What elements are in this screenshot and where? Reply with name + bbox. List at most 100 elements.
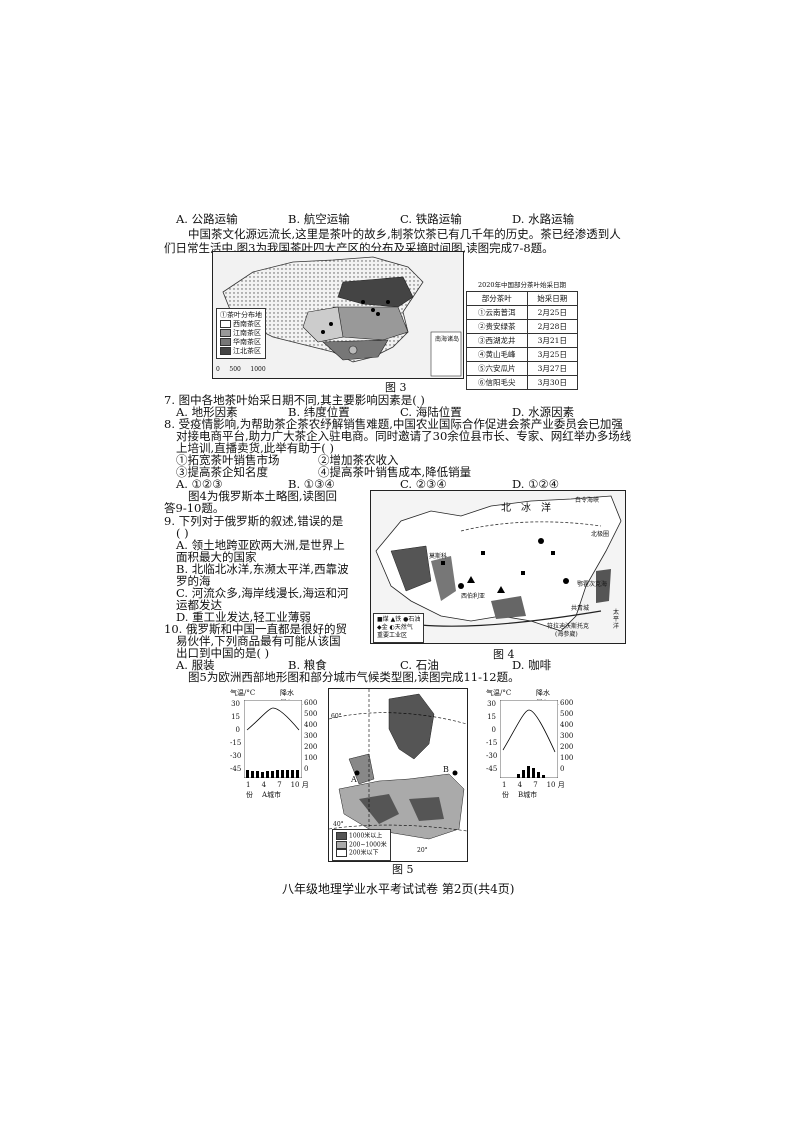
table-cell: ④黄山毛峰 <box>466 347 528 362</box>
lon-20-label: 20° <box>417 847 428 854</box>
intro-russia-line2: 答9-10题。 <box>164 501 225 515</box>
tick: 100 <box>560 754 574 762</box>
q9-option-c-line2: 运都发达 <box>176 598 222 612</box>
q7-stem: 7. 图中各地茶叶始采日期不同,其主要影响因素是( ) <box>164 393 425 407</box>
q8-stem-line3: 上培训,直播卖货,此举有助于( ) <box>176 441 334 455</box>
table-cell: 3月27日 <box>526 361 579 376</box>
q10-option-a: A. 服装 <box>176 658 215 672</box>
legend-above-1000-item: 1000米以上 <box>336 832 387 841</box>
month-tick: 1 <box>502 781 507 789</box>
tick: 30 <box>487 700 496 708</box>
q6-options: A. 公路运输 B. 航空运输 C. 铁路运输 D. 水路运输 <box>176 212 574 226</box>
legend-southwest: 西南茶区 <box>233 320 261 328</box>
table-cell: 3月25日 <box>526 347 579 362</box>
legend-industry: 重要工业区 <box>377 632 408 639</box>
q10-option-c: C. 石油 <box>400 658 439 672</box>
a-temp-ticks: 30 15 0 -15 -30 -45 <box>230 698 242 776</box>
q6-option-d: D. 水路运输 <box>512 212 575 226</box>
q9-option-b-line2: 罗的海 <box>176 574 211 588</box>
a-temp-label: 气温/°C <box>230 689 256 697</box>
legend-jiangnan-item: 江南茶区 <box>220 329 262 338</box>
label-komsomolsk: 共青城 <box>571 605 590 612</box>
b-temp-label: 气温/°C <box>486 689 512 697</box>
intro-tea-line1: 中国茶文化源远流长,这里是茶叶的故乡,制茶饮茶已有几千年的历史。茶已经渗透到人 <box>188 227 621 241</box>
q8-option-c: C. ②③④ <box>400 477 447 491</box>
q9-option-a-line2: 面积最大的国家 <box>176 550 257 564</box>
table-cell: ③西湖龙井 <box>466 333 528 348</box>
q9-stem-line1: 9. 下列对于俄罗斯的叙述,错误的是 <box>164 514 344 528</box>
table-cell: ①云南普洱 <box>466 305 528 320</box>
tick: 200 <box>560 743 574 751</box>
lat-60-label: 60° <box>331 713 342 720</box>
point-a-label: A <box>351 775 357 784</box>
q9-option-a-line1: A. 领土地跨亚欧两大洲,是世界上 <box>176 538 345 552</box>
q8-item-1: ①拓宽茶叶销售市场 <box>176 453 280 467</box>
label-arctic-circle: 北极圈 <box>591 531 610 538</box>
tick: 0 <box>235 726 240 734</box>
q6-option-c: C. 铁路运输 <box>400 212 462 226</box>
legend-below-200: 200米以下 <box>349 849 379 857</box>
legend-below-200-item: 200米以下 <box>336 849 387 858</box>
table-header-row: 部分茶叶 始采日期 <box>466 291 579 306</box>
q7-option-b: B. 纬度位置 <box>288 405 350 419</box>
russia-map-legend: ■煤 ▲铁 ●石油 ◆金 ◐天然气 重要工业区 <box>373 613 425 643</box>
legend-jiangnan: 江南茶区 <box>233 329 261 337</box>
tick: 0 <box>491 726 496 734</box>
month-tick: 7 <box>533 781 538 789</box>
q8-options: A. ①②③ B. ①③④ C. ②③④ D. ①②④ <box>176 477 559 491</box>
tea-map-legend: ①茶叶分布地 西南茶区 江南茶区 华南茶区 江北茶区 <box>216 308 266 359</box>
table-header: 始采日期 <box>526 291 579 306</box>
q8-option-d: D. ①②④ <box>512 477 560 491</box>
q10-stem-line2: 易伙伴,下列商品最有可能从该国 <box>176 634 341 648</box>
table-cell: 3月30日 <box>526 375 579 390</box>
q7-options: A. 地形因素 B. 纬度位置 C. 海陆位置 D. 水源因素 <box>176 405 574 419</box>
tick: -30 <box>230 752 242 760</box>
month-tick: 4 <box>517 781 523 789</box>
legend-huanan: 华南茶区 <box>233 338 261 346</box>
legend-above-1000: 1000米以上 <box>349 832 383 840</box>
tick: 300 <box>560 732 574 740</box>
china-tea-map: 南海诸岛 ①茶叶分布地 西南茶区 江南茶区 华南茶区 江北茶区 0 500 10… <box>212 251 464 379</box>
table-header: 部分茶叶 <box>466 291 528 306</box>
europe-map-legend: 1000米以上 200~1000米 200米以下 <box>332 829 391 861</box>
label-yang: 洋 <box>541 503 551 514</box>
label-okhotsk: 鄂霍次克海 <box>577 581 608 588</box>
tick: 600 <box>560 699 574 707</box>
q8-option-a: A. ①②③ <box>176 477 223 491</box>
q8-stem-line2: 对接电商平台,助力广大茶企入驻电商。同时邀请了30余位县市长、专家、网红举办多场… <box>176 429 632 443</box>
q9-option-b-line1: B. 北临北冰洋,东濒太平洋,西靠波 <box>176 562 349 576</box>
tea-table-title: 2020年中国部分茶叶始采日期 <box>477 281 567 289</box>
europe-map: 60° A B 40° 20° 1000米以上 200~1000米 200米以下 <box>328 688 468 862</box>
legend-jiangbei: 江北茶区 <box>233 347 261 355</box>
legend-minerals-1: ■煤 ▲铁 ●石油 <box>377 616 421 623</box>
month-tick: 10 <box>546 781 556 789</box>
intro-europe: 图5为欧洲西部地形图和部分城市气候类型图,读图完成11-12题。 <box>188 670 520 684</box>
b-precip-ticks: 600 500 400 300 200 100 0 <box>560 698 573 775</box>
tick: -15 <box>486 739 498 747</box>
tick: 400 <box>304 721 318 729</box>
b-temp-ticks: 30 15 0 -15 -30 -45 <box>486 698 498 776</box>
tick: 30 <box>231 700 240 708</box>
scale-0: 0 <box>216 366 220 373</box>
legend-tea-location: ①茶叶分布地 <box>220 311 262 319</box>
tick: 500 <box>304 710 318 718</box>
q10-stem-line1: 10. 俄罗斯和中国一直都是很好的贸 <box>164 622 347 636</box>
tick: 200 <box>304 743 318 751</box>
legend-jiangbei-item: 江北茶区 <box>220 347 262 356</box>
b-climate-plot <box>500 700 558 778</box>
b-month-axis: 1 4 7 10 月份 <box>502 780 570 800</box>
fig4-caption: 图 4 <box>493 648 515 661</box>
a-climate-plot <box>244 700 302 778</box>
table-cell: 2月25日 <box>526 305 579 320</box>
table-cell: ⑤六安瓜片 <box>466 361 528 376</box>
b-city-name: B城市 <box>518 791 538 799</box>
month-tick: 月份 <box>502 781 565 799</box>
tick: 500 <box>560 710 574 718</box>
q8-item-2: ②增加茶农收入 <box>318 453 399 467</box>
